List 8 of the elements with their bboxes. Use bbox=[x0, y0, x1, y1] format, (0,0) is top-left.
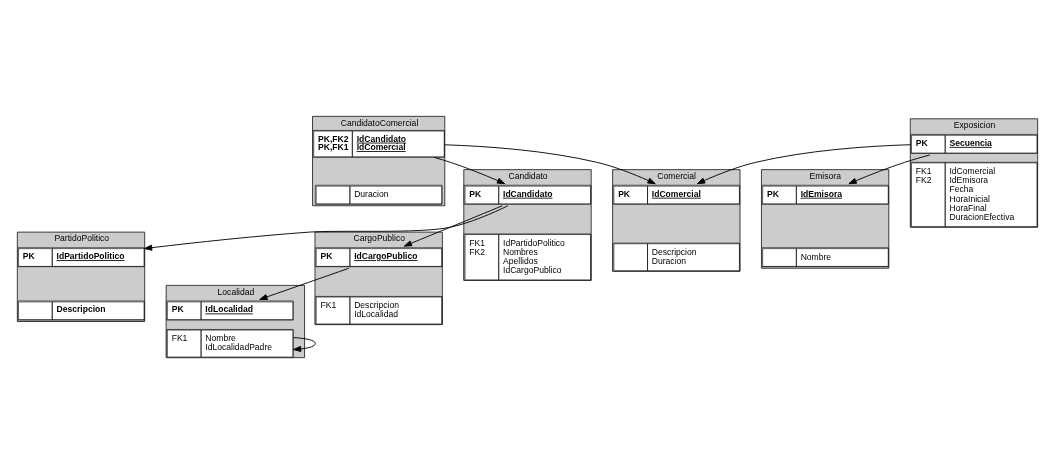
arrow bbox=[259, 267, 350, 300]
arrow bbox=[144, 204, 509, 251]
arrow bbox=[433, 156, 506, 184]
arrow bbox=[403, 204, 503, 247]
arrow bbox=[696, 143, 911, 184]
arrow bbox=[848, 154, 931, 184]
arrow bbox=[292, 336, 316, 352]
arrow bbox=[444, 143, 656, 184]
